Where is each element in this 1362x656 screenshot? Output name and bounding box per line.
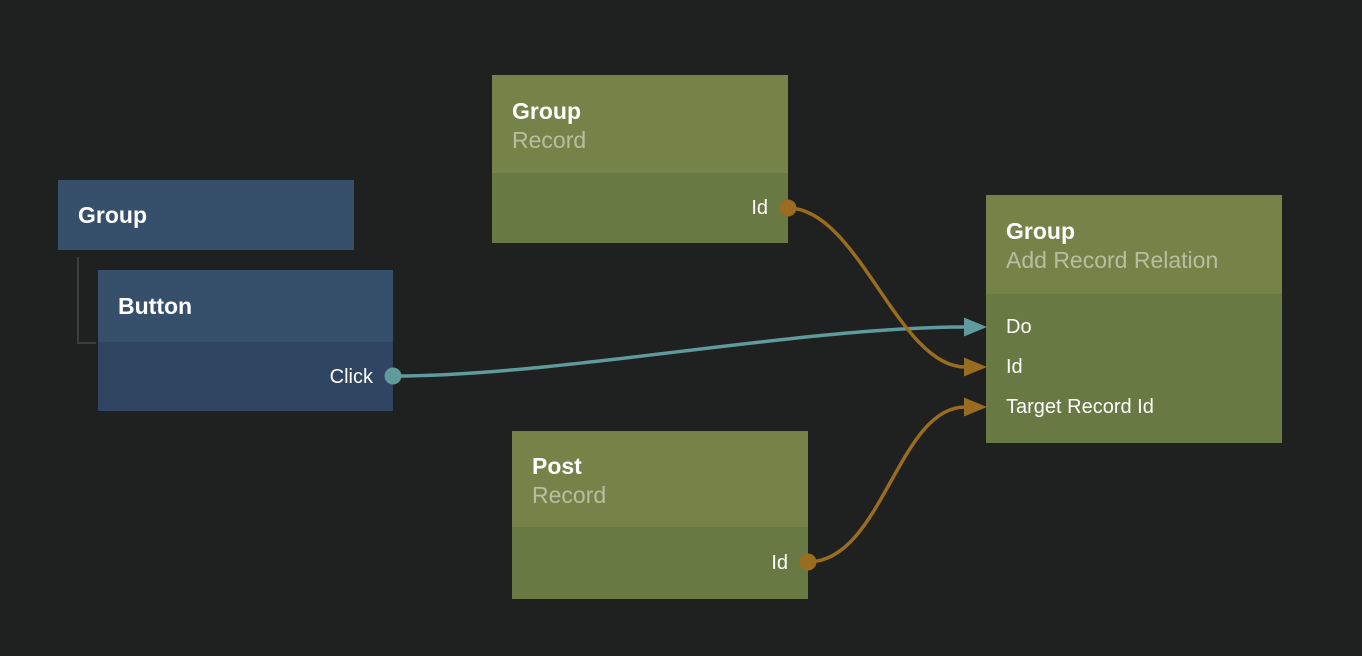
node-header: Button xyxy=(98,270,393,342)
input-row-target-record-id: Target Record Id xyxy=(986,387,1282,427)
node-title: Group xyxy=(1006,218,1075,244)
node-button[interactable]: Button Click xyxy=(98,270,393,411)
input-row-do: Do xyxy=(986,307,1282,347)
input-port-label: Do xyxy=(1006,316,1032,338)
node-header: Post Record xyxy=(512,431,808,527)
node-group-add-record-relation[interactable]: Group Add Record Relation Do Id Target R… xyxy=(986,195,1282,443)
input-port-label: Target Record Id xyxy=(1006,396,1154,418)
edge-post-id-to-target-record-id[interactable] xyxy=(807,397,987,564)
node-title: Group xyxy=(78,201,147,228)
input-row-id: Id xyxy=(986,347,1282,387)
node-group[interactable]: Group xyxy=(58,180,354,250)
output-port-label: Id xyxy=(771,552,788,574)
node-body: Click xyxy=(98,342,393,411)
node-subtitle: Add Record Relation xyxy=(1006,247,1219,273)
output-row-id: Id xyxy=(512,527,808,599)
node-body: Id xyxy=(512,527,808,599)
node-subtitle: Record xyxy=(512,126,587,153)
node-body: Do Id Target Record Id xyxy=(986,294,1282,443)
output-row-click: Click xyxy=(98,342,393,411)
arrowhead xyxy=(964,397,987,417)
edge-record-id-to-id[interactable] xyxy=(787,206,987,377)
node-header: Group Record xyxy=(492,75,788,173)
output-port-label: Id xyxy=(751,197,768,219)
tree-link-group-to-button xyxy=(77,257,96,344)
node-header: Group xyxy=(58,180,354,250)
node-subtitle: Record xyxy=(532,481,607,508)
arrowhead xyxy=(964,357,987,377)
node-title: Group xyxy=(512,97,581,124)
output-port-label: Click xyxy=(329,365,373,388)
edge-click-to-do[interactable] xyxy=(392,317,987,378)
node-title: Button xyxy=(118,292,193,319)
node-body: Id xyxy=(492,173,788,243)
node-post-record[interactable]: Post Record Id xyxy=(512,431,808,599)
input-port-label: Id xyxy=(1006,356,1023,378)
arrowhead xyxy=(964,317,987,337)
node-group-record[interactable]: Group Record Id xyxy=(492,75,788,243)
node-header: Group Add Record Relation xyxy=(986,195,1282,294)
output-row-id: Id xyxy=(492,173,788,243)
node-title: Post xyxy=(532,452,582,479)
